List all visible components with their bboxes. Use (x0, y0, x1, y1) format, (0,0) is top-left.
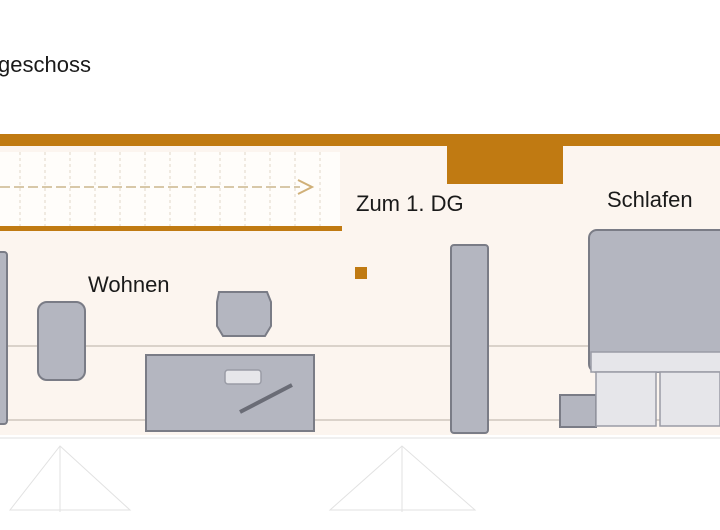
post (355, 267, 367, 279)
balcony-railing (0, 437, 720, 512)
wardrobe (450, 244, 489, 434)
side-table (37, 301, 86, 381)
room-label-schlafen: Schlafen (607, 187, 693, 212)
chimney (447, 140, 563, 184)
arrow-icon (297, 179, 315, 195)
staircase (0, 152, 342, 231)
laptop-icon (224, 369, 262, 385)
lamp-icon (239, 383, 293, 414)
armchair (216, 291, 272, 337)
nightstand (559, 394, 597, 428)
bed (588, 229, 720, 373)
desk (145, 354, 315, 432)
cabinet (0, 251, 8, 425)
room-label-wohnen: Wohnen (88, 272, 170, 297)
room-label-stairs: Zum 1. DG (356, 191, 464, 216)
floor-title: geschoss (0, 52, 91, 77)
pillow (595, 371, 657, 427)
pillow (659, 371, 720, 427)
top-wall (0, 134, 720, 146)
